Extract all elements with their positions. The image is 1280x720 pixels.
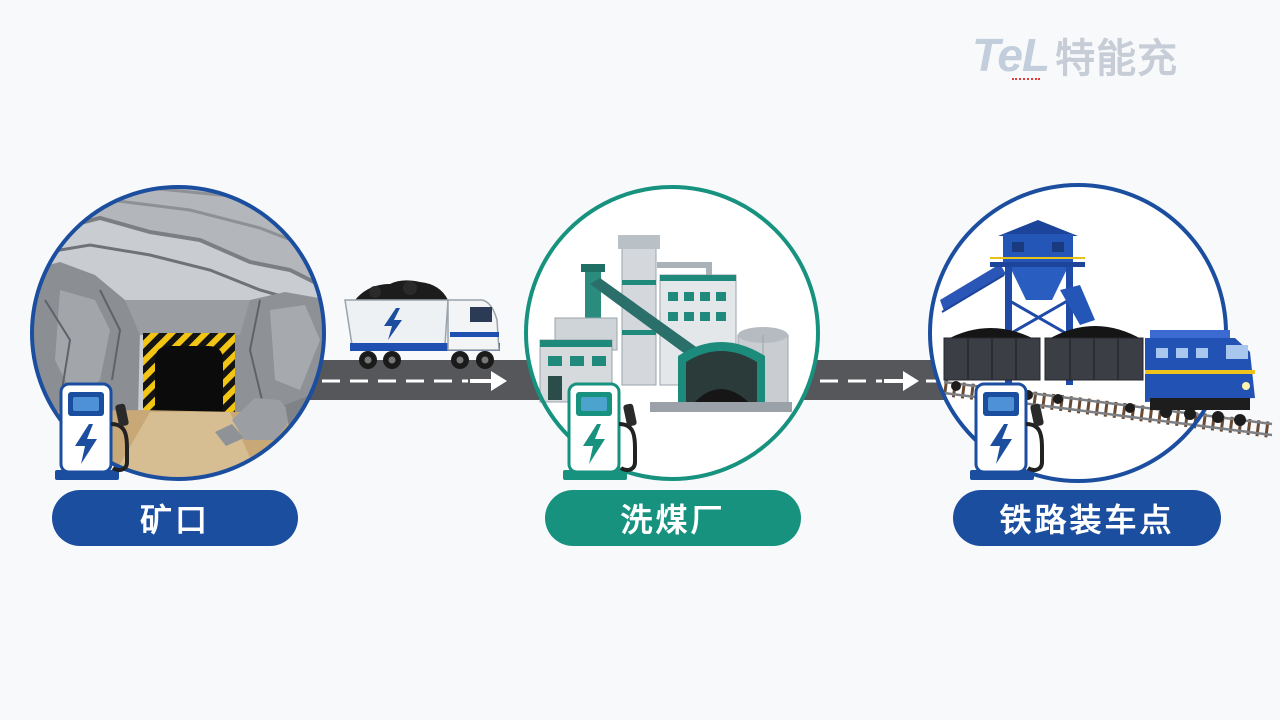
wash-plant-circle-border [524, 185, 820, 481]
stage-label-rail-loading: 铁路装车点 [953, 490, 1221, 546]
logo-name-text: 特能充 [1055, 36, 1179, 82]
stage-label-wash-plant: 洗煤厂 [545, 490, 801, 546]
mine-circle-border [30, 185, 326, 481]
tunnel-entrance [143, 333, 235, 415]
conveyor-belt [590, 278, 706, 362]
loading-conveyor [940, 264, 1006, 313]
coal-wagons [943, 326, 1144, 413]
arrow-right-icon [884, 371, 919, 391]
loading-tower [990, 220, 1095, 385]
arrow-right-icon [470, 371, 507, 391]
coal-shed [678, 342, 765, 410]
lightning-icon [384, 308, 402, 340]
stage-label-mine: 矿口 [52, 490, 298, 546]
logo-brand-text: TeL [972, 29, 1050, 81]
brand-logo: TeL 特能充 [972, 26, 1178, 84]
locomotive [1145, 330, 1255, 426]
logo-accent [1012, 78, 1040, 80]
electric-dump-truck [344, 280, 500, 369]
